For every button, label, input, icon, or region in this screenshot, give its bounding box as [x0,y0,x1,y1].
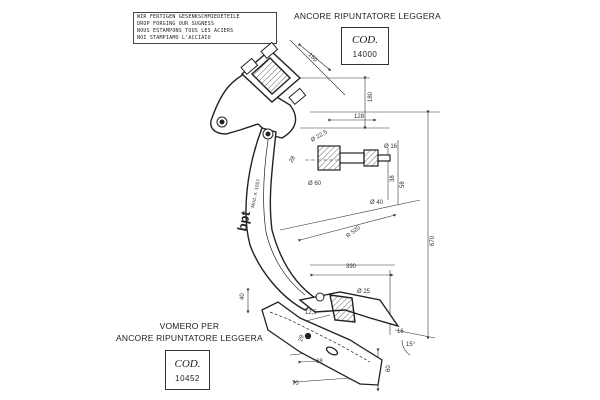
notice-line-4: NOI STAMPIAMO L'ACCIAIO [137,35,211,41]
notice-line-1: WIR FERTIGEN GESENKSCHMIEDETEILE [137,14,240,20]
dim-28: 28 [289,155,298,164]
code-box-top: COD. 14000 [341,27,389,65]
brand-model: Mod. n. 1057 [250,178,262,208]
dim-dia40: Ø 40 [370,200,384,206]
title-top: ANCORE RIPUNTATORE LEGGERA [294,11,441,21]
title-bottom: VOMERO PER ANCORE RIPUNTATORE LEGGERA [116,320,263,344]
code-box-bottom: COD. 10452 [165,350,210,390]
dim-670: 670 [430,235,436,246]
dim-15deg: 15° [406,342,416,348]
dim-58: 58 [400,181,406,188]
code-bottom-label: COD. [174,358,201,370]
code-top-number: 14000 [352,50,378,59]
dim-r520: R 520 [346,225,363,240]
dim-390: 390 [346,264,357,270]
dim-38: 38 [390,175,396,182]
dim-16: 16 [397,329,404,335]
dim-29: 29 [298,334,306,343]
dim-60: 60 [386,365,392,372]
share-detail [261,301,383,386]
ripper-shank [210,49,400,328]
dim-dia22: Ø 22,5 [310,129,329,144]
notice-line-2: DROP FORGING OUR SUGNESS [137,21,215,27]
dim-12-5: 12,5 [305,310,317,316]
pin-detail [317,145,391,171]
dim-128: 128 [354,114,365,120]
pins [216,41,325,302]
dim-70: 70 [292,381,299,387]
title-bottom-line2: ANCORE RIPUNTATORE LEGGERA [116,333,263,343]
dim-dia16: Ø 16 [384,144,398,150]
dim-dia25: Ø 25 [357,289,371,295]
code-bottom-number: 10452 [175,374,200,383]
dim-40: 40 [240,293,246,300]
code-top-label: COD. [352,34,378,46]
dim-dia60: Ø 60 [308,181,322,187]
notice-line-3: NOUS ESTAMPONS TOUS LES ACIERS [137,28,234,34]
dim-68: 68 [316,359,323,365]
dim-150: 150 [307,52,319,64]
dim-180: 180 [368,91,374,102]
title-bottom-line1: VOMERO PER [159,321,220,331]
forging-notice-box: WIR FERTIGEN GESENKSCHMIEDETEILE DROP FO… [133,12,277,44]
brand-logo: bpt [234,209,253,233]
